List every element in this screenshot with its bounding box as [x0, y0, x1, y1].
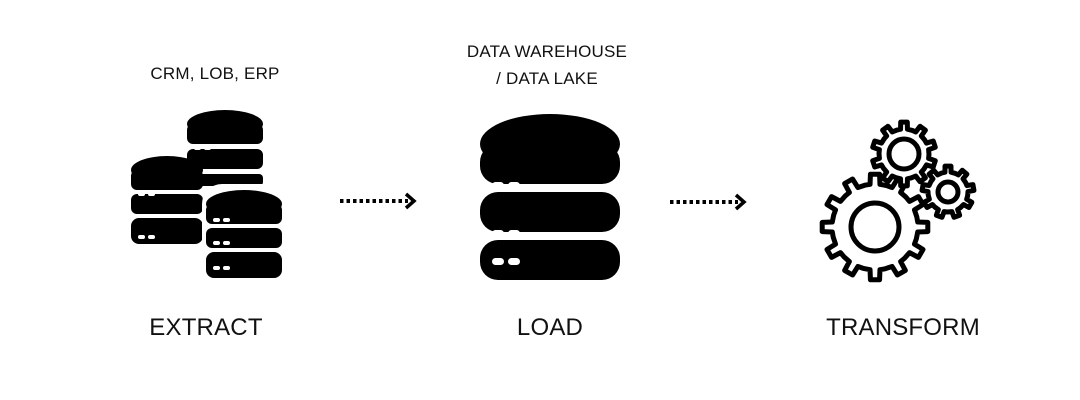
extract-caption: CRM, LOB, ERP — [140, 60, 290, 87]
database-icon — [480, 114, 620, 280]
small-gear-icon — [919, 163, 977, 220]
dotted-arrow-icon — [670, 193, 747, 211]
load-caption-line-2: / DATA LAKE — [496, 69, 598, 88]
extract-title: EXTRACT — [149, 314, 263, 341]
load-title: LOAD — [516, 314, 584, 341]
database-front-icon — [202, 184, 286, 282]
dotted-arrow-icon — [340, 192, 417, 210]
extract-caption-line: CRM, LOB, ERP — [150, 64, 280, 83]
stacked-databases-icon — [131, 110, 286, 282]
top-gear-icon — [870, 119, 938, 189]
gears-icon — [819, 119, 977, 283]
load-caption: DATA WAREHOUSE / DATA LAKE — [447, 38, 647, 92]
database-back-icon — [187, 110, 263, 186]
load-caption-line-1: DATA WAREHOUSE — [466, 42, 628, 61]
transform-title: TRANSFORM — [826, 314, 980, 341]
database-left-icon — [131, 156, 203, 244]
large-gear-icon — [819, 171, 931, 283]
